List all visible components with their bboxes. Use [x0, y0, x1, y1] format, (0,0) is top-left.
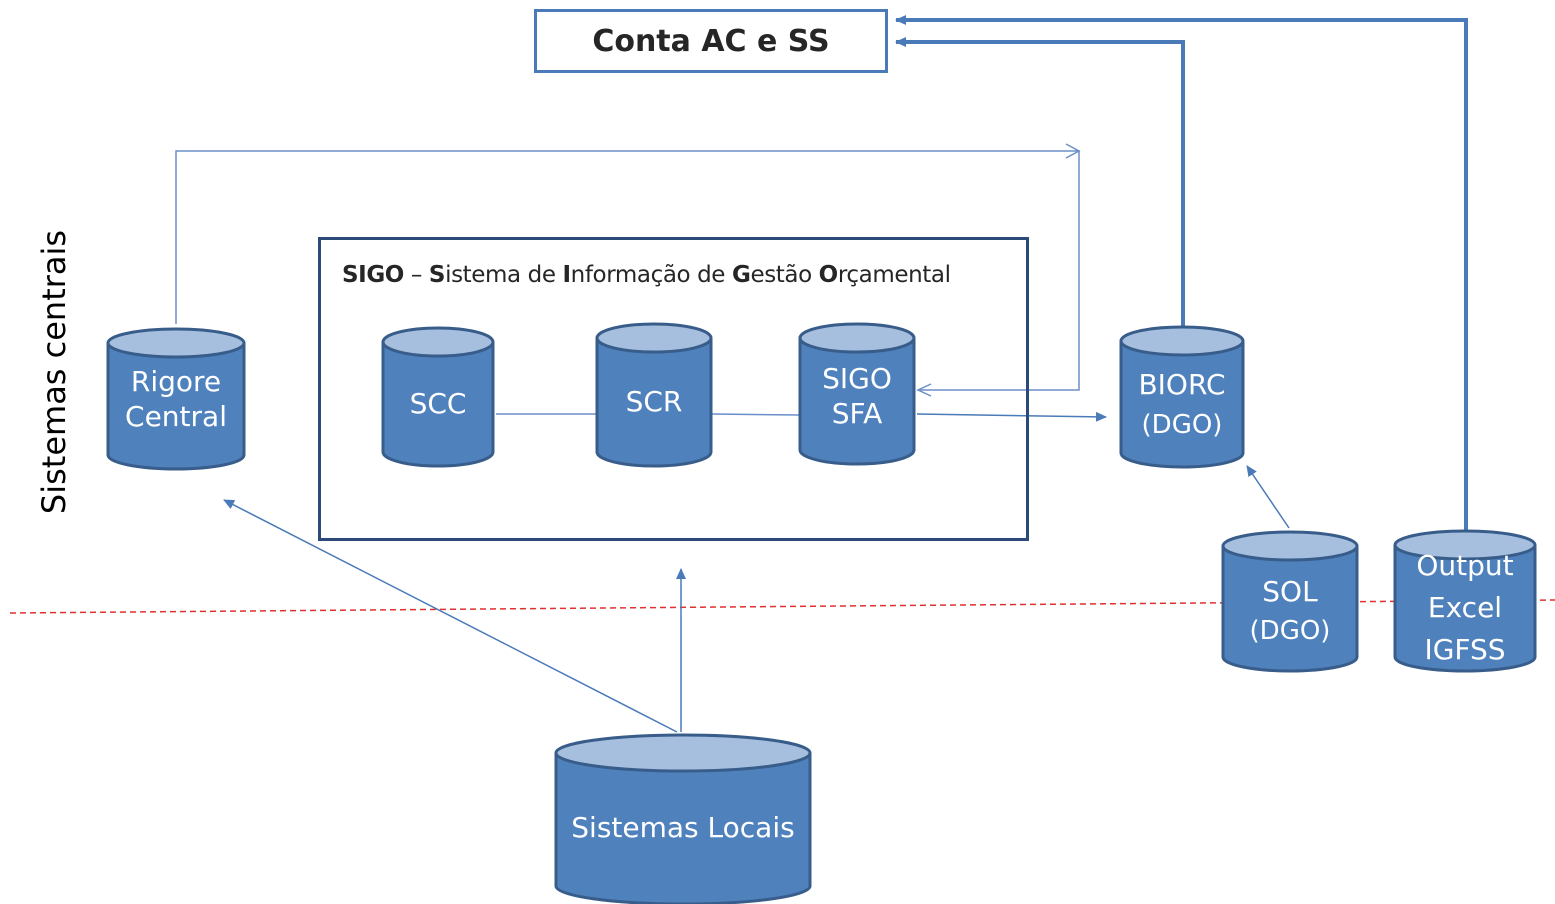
db-biorc-label: BIORC (DGO): [1121, 364, 1243, 445]
db-sol-label: SOL (DGO): [1223, 572, 1357, 650]
sigo-group-box: [318, 237, 1029, 541]
db-output-line-3: IGFSS: [1424, 633, 1506, 666]
db-biorc: [1119, 325, 1245, 469]
connector-biorc-to-title: [895, 37, 1185, 326]
db-rigore-label: Rigore Central: [108, 364, 244, 434]
connector-scr-sigo: [711, 413, 801, 416]
db-biorc-line-1: BIORC: [1138, 368, 1226, 401]
connector-sol-to-biorc: [1246, 465, 1290, 529]
db-sigo-sfa-line-2: SFA: [831, 397, 883, 430]
sigo-initial-1: S: [428, 262, 446, 288]
db-output-line-1: Output: [1416, 549, 1514, 582]
sigo-initial-3: G: [731, 262, 751, 288]
db-scr-line-1: SCR: [625, 385, 683, 418]
db-output-line-2: Excel: [1427, 591, 1503, 624]
db-sol-line-1: SOL: [1262, 575, 1318, 608]
connector-sigosfa-to-biorc: [916, 411, 1107, 422]
title-box: Conta AC e SS: [534, 9, 888, 73]
connector-output-to-title: [895, 15, 1468, 530]
db-rigore-line-1: Rigore: [130, 365, 222, 398]
db-sigo-sfa-line-1: SIGO: [822, 362, 892, 395]
db-locais-line-1: Sistemas Locais: [571, 811, 795, 844]
sigo-initial-2: I: [562, 262, 572, 288]
db-sol: [1221, 530, 1359, 673]
db-locais-label: Sistemas Locais: [556, 810, 810, 845]
db-scc-line-1: SCC: [409, 387, 467, 420]
sigo-rest-3: estão: [750, 262, 819, 288]
db-output-label: Output Excel IGFSS: [1395, 545, 1535, 671]
db-sigo-sfa-label: SIGO SFA: [800, 361, 914, 431]
db-output-excel: [1393, 529, 1537, 673]
db-biorc-line-2: (DGO): [1141, 410, 1223, 440]
sigo-initial-4: O: [818, 262, 839, 288]
db-sol-line-2: (DGO): [1249, 615, 1331, 646]
db-rigore-line-2: Central: [125, 400, 227, 433]
side-label: Sistemas centrais: [35, 229, 73, 515]
divider-line: [9, 599, 1555, 614]
sigo-rest-2: nformação de: [570, 262, 732, 288]
db-sigo-sfa: [798, 322, 916, 466]
sigo-group-title: SIGO – Sistema de Informação de Gestão O…: [342, 262, 951, 288]
sigo-rest-4: rçamental: [837, 262, 951, 288]
sigo-dash: –: [403, 262, 429, 288]
db-scr-label: SCR: [597, 384, 711, 419]
connector-locais-to-rigore: [223, 499, 678, 733]
db-scr: [595, 322, 713, 468]
db-scc: [381, 326, 495, 468]
db-scc-label: SCC: [383, 386, 493, 421]
sigo-acronym: SIGO: [342, 262, 404, 288]
connector-top-tick: [1065, 143, 1081, 159]
title-box-label: Conta AC e SS: [592, 23, 830, 59]
db-rigore-central: [106, 327, 246, 471]
sigo-rest-1: istema de: [445, 262, 563, 288]
